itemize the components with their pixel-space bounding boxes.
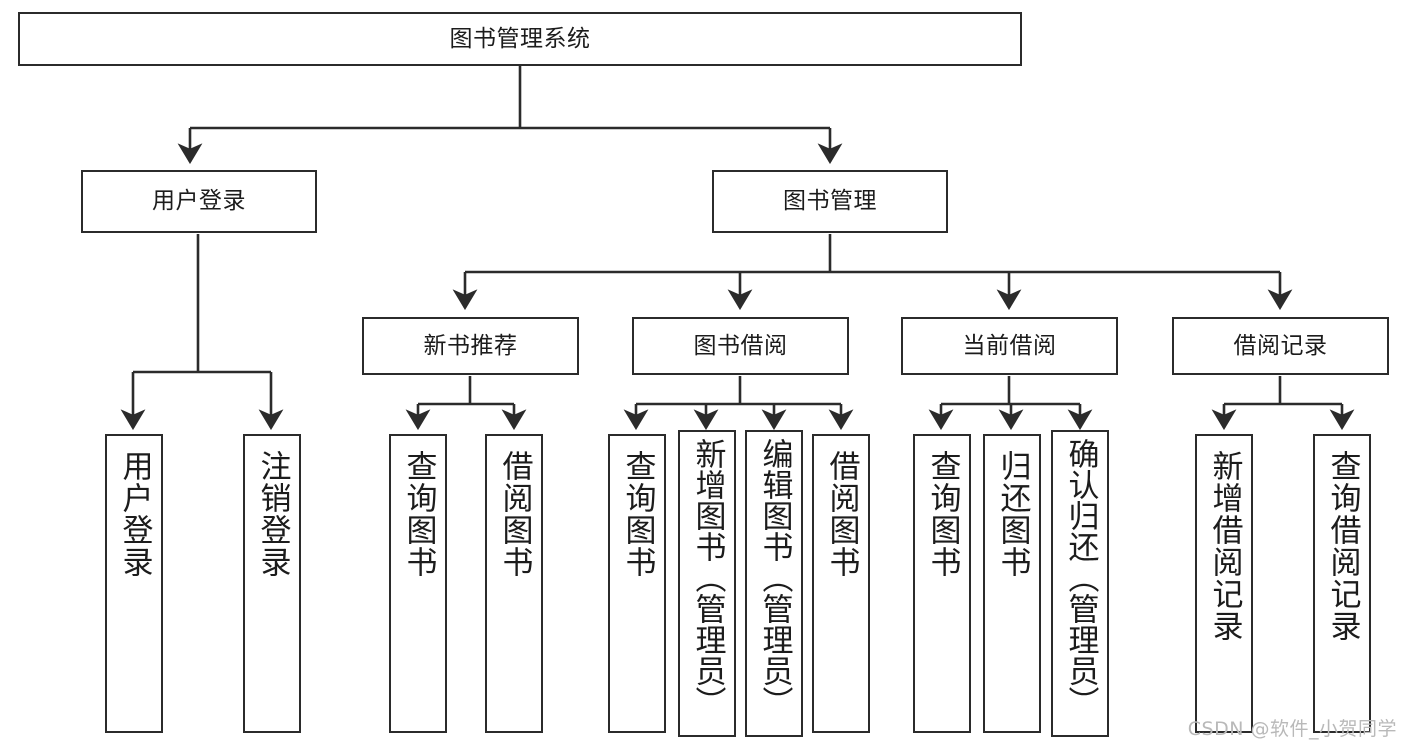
node-new-book-recommend[interactable]: 新书推荐 <box>362 317 579 375</box>
leaf-current-borrow-confirm[interactable]: 确认归还（管理员） <box>1051 430 1109 737</box>
node-user-login[interactable]: 用户登录 <box>81 170 317 233</box>
node-user-login-label: 用户登录 <box>152 188 246 215</box>
leaf-current-borrow-confirm-label: 确认归还（管理员） <box>1062 438 1099 717</box>
leaf-current-borrow-query-label: 查询图书 <box>924 450 961 578</box>
node-new-book-recommend-label: 新书推荐 <box>423 332 518 359</box>
leaf-book-borrow-add-label: 新增图书（管理员） <box>689 438 726 717</box>
leaf-current-borrow-return-label: 归还图书 <box>994 450 1031 578</box>
leaf-book-borrow-borrow-label: 借阅图书 <box>823 450 860 578</box>
leaf-book-borrow-query[interactable]: 查询图书 <box>608 434 666 733</box>
leaf-book-borrow-borrow[interactable]: 借阅图书 <box>812 434 870 733</box>
leaf-new-book-borrow[interactable]: 借阅图书 <box>485 434 543 733</box>
leaf-new-book-query-label: 查询图书 <box>400 450 437 578</box>
leaf-user-login-logout[interactable]: 注销登录 <box>243 434 301 733</box>
leaf-user-login-login[interactable]: 用户登录 <box>105 434 163 733</box>
node-current-borrow-label: 当前借阅 <box>962 332 1057 359</box>
leaf-book-borrow-edit[interactable]: 编辑图书（管理员） <box>745 430 803 737</box>
leaf-user-login-login-label: 用户登录 <box>116 450 153 578</box>
leaf-user-login-logout-label: 注销登录 <box>254 450 291 578</box>
leaf-borrow-record-add[interactable]: 新增借阅记录 <box>1195 434 1253 733</box>
leaf-current-borrow-query[interactable]: 查询图书 <box>913 434 971 733</box>
node-borrow-record-label: 借阅记录 <box>1233 332 1328 359</box>
leaf-borrow-record-add-label: 新增借阅记录 <box>1206 450 1243 642</box>
leaf-new-book-query[interactable]: 查询图书 <box>389 434 447 733</box>
leaf-borrow-record-query-label: 查询借阅记录 <box>1324 450 1361 642</box>
node-borrow-record[interactable]: 借阅记录 <box>1172 317 1389 375</box>
leaf-borrow-record-query[interactable]: 查询借阅记录 <box>1313 434 1371 733</box>
leaf-current-borrow-return[interactable]: 归还图书 <box>983 434 1041 733</box>
leaf-new-book-borrow-label: 借阅图书 <box>496 450 533 578</box>
node-root[interactable]: 图书管理系统 <box>18 12 1022 66</box>
leaf-book-borrow-query-label: 查询图书 <box>619 450 656 578</box>
node-book-management-label: 图书管理 <box>783 188 877 215</box>
node-root-label: 图书管理系统 <box>449 25 591 52</box>
node-book-management[interactable]: 图书管理 <box>712 170 948 233</box>
leaf-book-borrow-edit-label: 编辑图书（管理员） <box>756 438 793 717</box>
node-book-borrow[interactable]: 图书借阅 <box>632 317 849 375</box>
leaf-book-borrow-add[interactable]: 新增图书（管理员） <box>678 430 736 737</box>
node-book-borrow-label: 图书借阅 <box>693 332 788 359</box>
node-current-borrow[interactable]: 当前借阅 <box>901 317 1118 375</box>
